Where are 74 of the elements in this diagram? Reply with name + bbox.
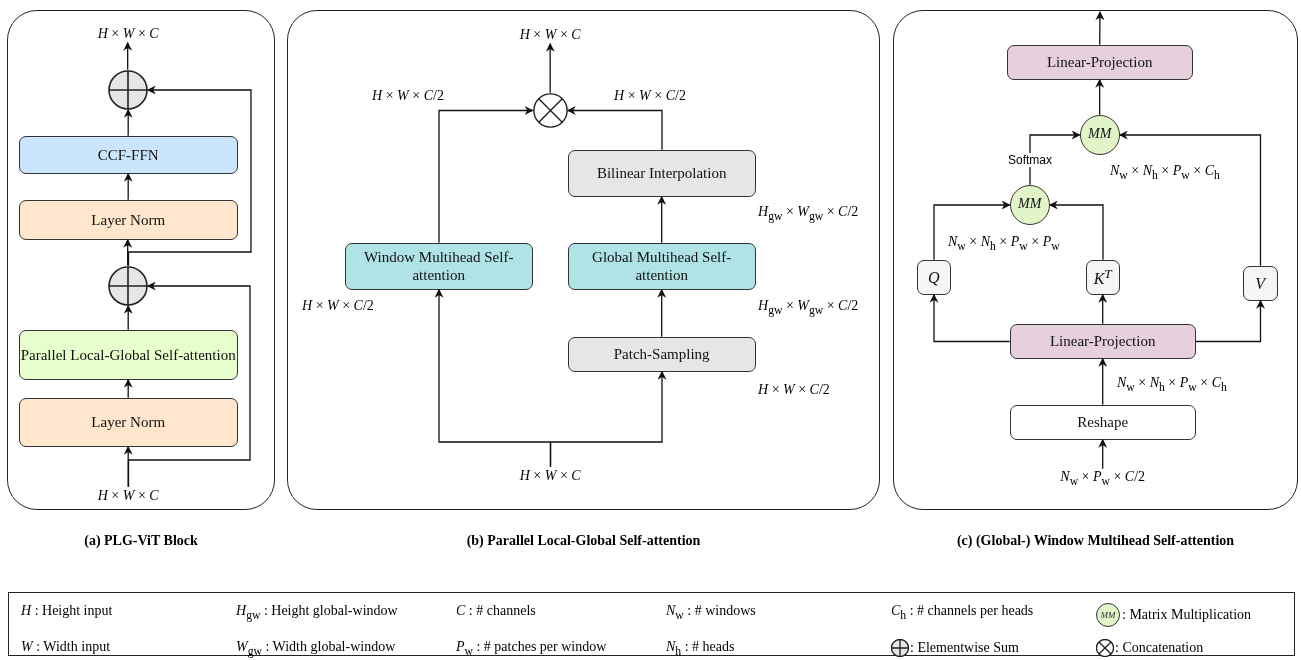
arrow — [1098, 438, 1108, 470]
legend-text: C : # channels — [456, 603, 536, 619]
process-box: Window Multihead Self-attention — [344, 242, 533, 290]
dimension-label: H$_{gw}$ × W$_{gw}$ × C/2 — [758, 204, 859, 223]
dimension-label: N$_{w}$ × N$_{h}$ × P$_{w}$ × C$_{h}$ — [1110, 163, 1220, 182]
legend-text: W : Width input — [21, 639, 111, 655]
panel-caption: (b) Parallel Local-Global Self-attention — [466, 533, 701, 549]
arrow — [657, 195, 667, 244]
process-box: Layer Norm — [18, 397, 238, 447]
matrix-box: K$^{T}$ — [1085, 259, 1120, 295]
process-box: Layer Norm — [18, 199, 238, 240]
arrow — [123, 304, 133, 331]
process-box: Patch-Sampling — [567, 336, 756, 372]
arrow — [929, 293, 1011, 343]
dimension-label: N$_{w}$ × N$_{h}$ × P$_{w}$ × C$_{h}$ — [1117, 375, 1227, 394]
legend-text: H$_{gw}$ : Height global-window — [236, 603, 398, 622]
arrow — [545, 42, 555, 94]
process-box: Reshape — [1009, 404, 1196, 440]
arrow — [123, 238, 133, 267]
dimension-label: H × W × C — [87, 24, 169, 43]
arrow — [1048, 200, 1104, 261]
legend-text: : Elementwise Sum — [910, 640, 1019, 656]
elementwise-sum-symbol — [107, 265, 148, 306]
arrow — [1095, 11, 1105, 46]
arrow — [127, 85, 252, 267]
arrow — [549, 370, 667, 468]
process-box: CCF-FFN — [18, 135, 238, 174]
arrow — [1095, 78, 1105, 116]
arrow — [933, 200, 1011, 261]
swatch-label: MM — [1100, 610, 1116, 620]
panel-caption: (a) PLG-ViT Block — [84, 533, 198, 549]
dimension-label: H × W × C/2 — [302, 298, 374, 314]
arrow — [657, 288, 667, 338]
arrow — [1195, 299, 1265, 343]
legend-text: N$_{w}$ : # windows — [666, 603, 756, 622]
arrow — [127, 281, 251, 488]
arrow — [438, 106, 534, 244]
arrow — [123, 41, 133, 71]
arrow — [1098, 293, 1108, 325]
matrix-multiplication-node: MM — [1079, 114, 1120, 155]
dimension-label: H × W × C — [509, 466, 591, 485]
dimension-label: H × W × C — [87, 486, 169, 505]
arrow — [1118, 130, 1262, 267]
panel-caption: (c) (Global-) Window Multihead Self-attention — [956, 533, 1235, 549]
concatenation-symbol — [532, 92, 568, 128]
process-box: Linear-Projection — [1006, 44, 1193, 80]
dimension-label: H × W × C/2 — [758, 382, 830, 398]
legend-text: W$_{gw}$ : Width global-window — [236, 639, 396, 658]
dimension-label: H$_{gw}$ × W$_{gw}$ × C/2 — [758, 298, 859, 317]
matrix-box: V — [1242, 265, 1278, 301]
arrow — [123, 378, 133, 399]
arrow — [123, 172, 133, 201]
legend-text: C$_{h}$ : # channels per heads — [891, 603, 1034, 622]
process-box: Bilinear Interpolation — [567, 149, 756, 197]
dimension-label: H × W × C — [509, 25, 591, 44]
dimension-label: H × W × C/2 — [372, 88, 444, 104]
elementwise-sum-symbol — [107, 69, 148, 110]
legend-text: : Matrix Multiplication — [1122, 607, 1252, 623]
legend-text: H : Height input — [21, 603, 113, 619]
edge-label: Softmax — [1007, 152, 1053, 167]
legend-text: : Concatenation — [1115, 640, 1204, 656]
matrix-multiplication-node: MM — [1009, 184, 1050, 225]
arrow — [1098, 357, 1108, 406]
dimension-label: H × W × C/2 — [614, 88, 686, 104]
legend-text: N$_{h}$ : # heads — [666, 639, 735, 658]
matrix-box: Q — [916, 259, 951, 295]
process-box: Linear-Projection — [1009, 323, 1196, 359]
process-box: Parallel Local-Global Self-attention — [18, 329, 238, 380]
dimension-label: N$_{w}$ × P$_{w}$ × C/2 — [1049, 468, 1156, 489]
dimension-label: N$_{w}$ × N$_{h}$ × P$_{w}$ × P$_{w}$ — [948, 234, 1060, 253]
legend-text: P$_{w}$ : # patches per window — [456, 639, 607, 658]
arrow — [123, 108, 133, 137]
process-box: Global Multihead Self-attention — [567, 242, 756, 290]
arrow — [566, 106, 663, 151]
